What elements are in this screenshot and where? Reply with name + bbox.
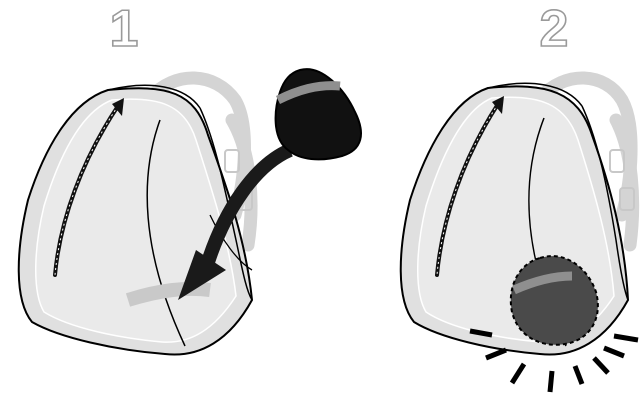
step-2-panel: 2	[401, 0, 638, 392]
step-1-number: 1	[110, 0, 139, 58]
step-2-number: 2	[540, 0, 569, 58]
backpack-body	[19, 85, 252, 354]
pouch-icon	[276, 69, 361, 159]
step-1-panel: 1	[19, 0, 361, 355]
